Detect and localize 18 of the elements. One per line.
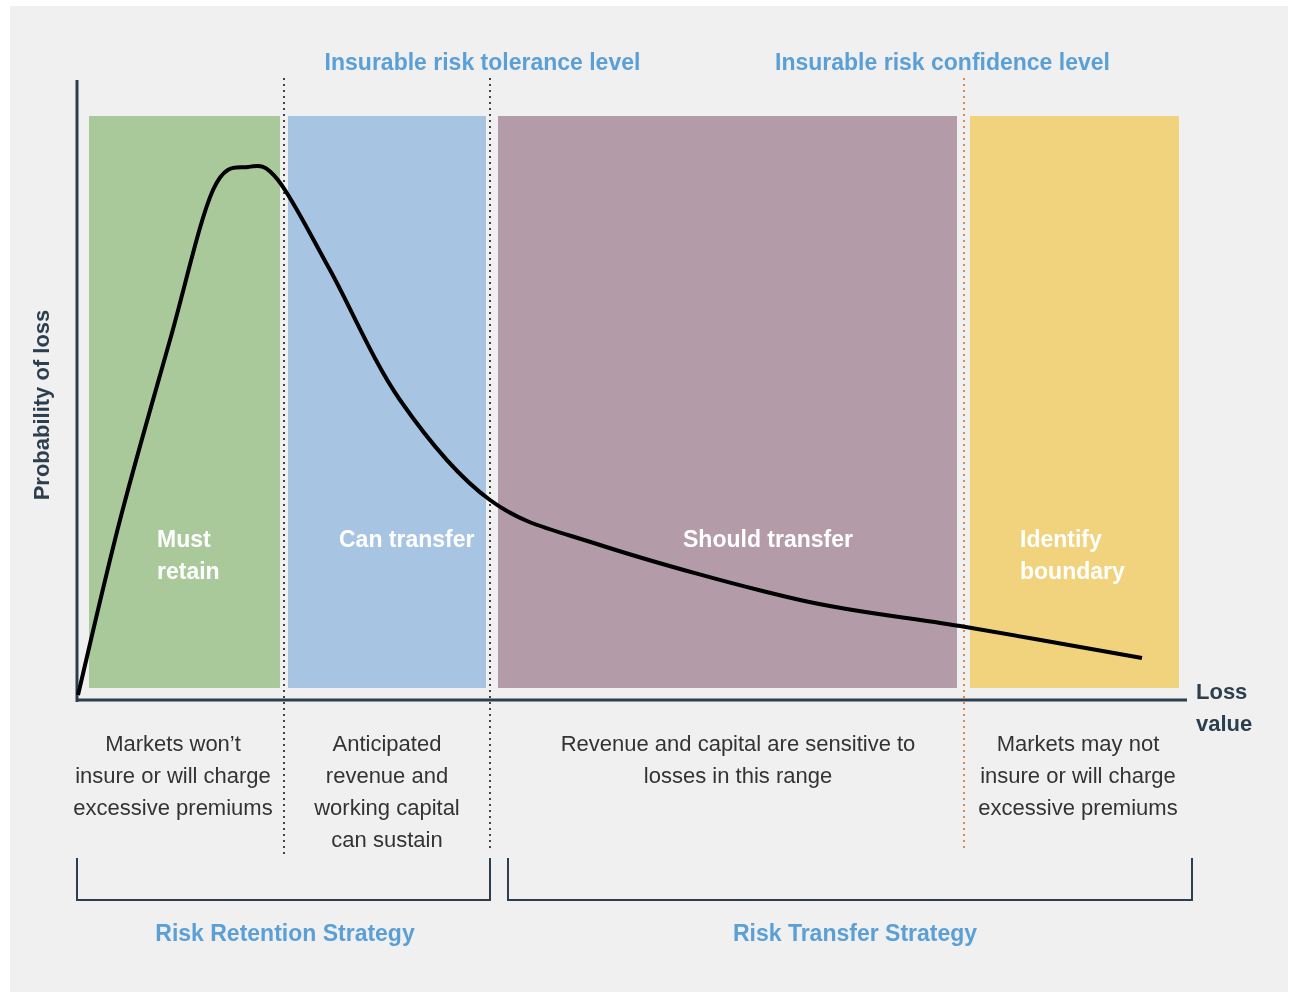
axis-title: Loss value [1196,678,1254,738]
axis-title: Probability of loss [28,308,55,503]
risk-zone-band [498,116,957,688]
risk-zone-band [970,116,1179,688]
threshold-label: Insurable risk tolerance level [323,48,642,77]
zone-label: Must retain [157,525,221,586]
threshold-label: Insurable risk confidence level [774,48,1111,77]
zone-description: Markets won’t insure or will charge excessive premiums [73,730,273,822]
zone-description: Revenue and capital are sensitive to losses in this range [559,730,917,790]
risk-zone-band [89,116,280,688]
zone-description: Markets may not insure or will charge excessive premiums [977,730,1179,822]
zone-description: Anticipated revenue and working capital can sustain [313,730,461,854]
zone-label: Can transfer [339,525,476,554]
strategy-label: Risk Retention Strategy [154,919,416,948]
risk-zone-band [288,116,486,688]
zone-label: Should transfer [683,525,854,554]
strategy-label: Risk Transfer Strategy [731,919,979,948]
zone-label: Identify boundary [1020,525,1126,586]
